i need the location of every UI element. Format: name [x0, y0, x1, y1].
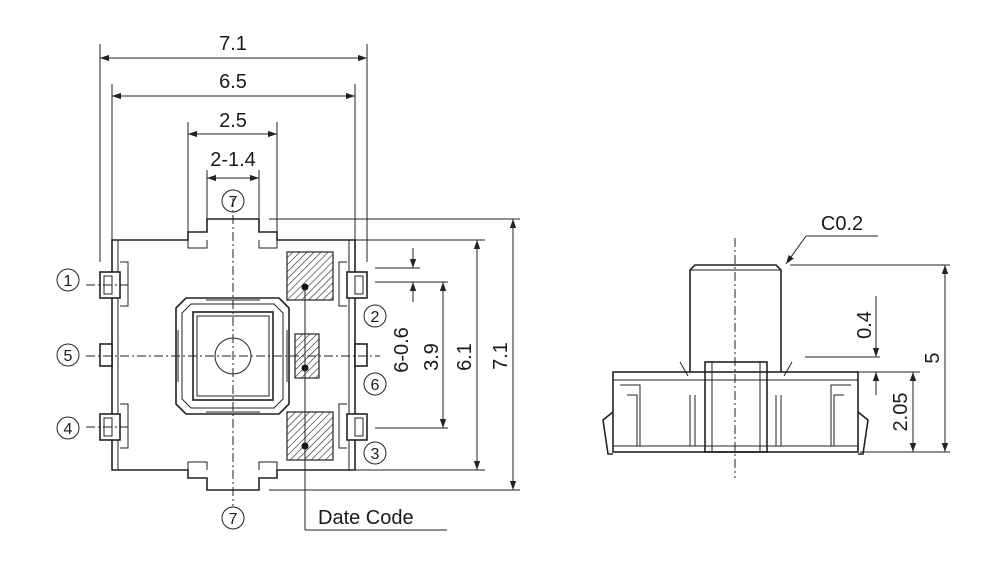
terminal-right-top: [338, 261, 368, 307]
side-stem: [689, 264, 782, 372]
pin-label-3: 3: [363, 441, 387, 465]
svg-text:5: 5: [64, 348, 73, 365]
pin-labels: 1 5 4 2 6 3 7: [56, 189, 387, 530]
dim-base-height: 2.05: [890, 372, 917, 452]
dim-total-height: 5: [922, 265, 949, 452]
dim-width-body-label: 6.5: [219, 71, 247, 93]
pin-label-7-top: 7: [221, 189, 245, 213]
dim-stem-offset: 0.4: [854, 296, 880, 395]
pin-label-6: 6: [363, 372, 387, 396]
dim-height-overall-label: 7.1: [490, 342, 512, 370]
dim-width-tab-label: 2.5: [219, 110, 247, 132]
terminal-left-middle: [99, 343, 113, 367]
switch-body-top: [86, 198, 380, 506]
date-code-label: Date Code: [318, 507, 414, 529]
dim-tab-pitch-label: 2-1.4: [210, 149, 256, 171]
svg-text:3: 3: [371, 446, 380, 463]
svg-text:1: 1: [64, 273, 73, 290]
terminal-right-bottom: [338, 403, 368, 449]
top-view-extension-lines: [99, 44, 520, 491]
terminal-right-middle: [354, 343, 368, 367]
svg-text:6: 6: [371, 377, 380, 394]
terminal-left-top: [99, 261, 129, 307]
pin-label-1: 1: [56, 268, 80, 292]
date-code-callout: Date Code: [304, 287, 447, 531]
svg-text:4: 4: [64, 421, 73, 438]
side-legs: [602, 411, 869, 455]
dim-chamfer: C0.2: [785, 213, 878, 265]
dim-base-height-label: 2.05: [890, 393, 912, 432]
top-view: 7.1 6.5 2.5 2-1.4 6-0.6 3.9 6.1: [56, 33, 520, 531]
dim-total-height-label: 5: [922, 352, 944, 363]
pin-label-5: 5: [56, 343, 80, 367]
dim-height-body: 6.1: [454, 240, 481, 470]
dim-width-body: 6.5: [112, 71, 355, 100]
pin-label-7-bottom: 7: [221, 506, 245, 530]
pin-label-4: 4: [56, 416, 80, 440]
pin-label-2: 2: [363, 304, 387, 328]
dim-width-overall-label: 7.1: [219, 33, 247, 55]
svg-text:7: 7: [229, 194, 238, 211]
terminal-left-bottom: [99, 403, 129, 449]
dim-pin-pitch-label: 6-0.6: [391, 327, 413, 373]
dim-width-overall: 7.1: [100, 33, 367, 62]
svg-text:7: 7: [229, 511, 238, 528]
dim-pin-span-label: 3.9: [421, 343, 443, 371]
dim-stem-offset-label: 0.4: [854, 311, 876, 339]
svg-text:2: 2: [371, 309, 380, 326]
dim-tab-pitch: 2-1.4: [207, 149, 259, 182]
dim-pin-span: 3.9: [421, 282, 447, 428]
dim-height-overall: 7.1: [490, 219, 517, 490]
side-view: C0.2 0.4 2.05 5: [602, 213, 950, 478]
dim-height-body-label: 6.1: [454, 343, 476, 371]
dim-chamfer-label: C0.2: [821, 213, 863, 235]
dim-pin-pitch: 6-0.6: [391, 248, 417, 373]
dim-width-tab: 2.5: [188, 110, 277, 138]
